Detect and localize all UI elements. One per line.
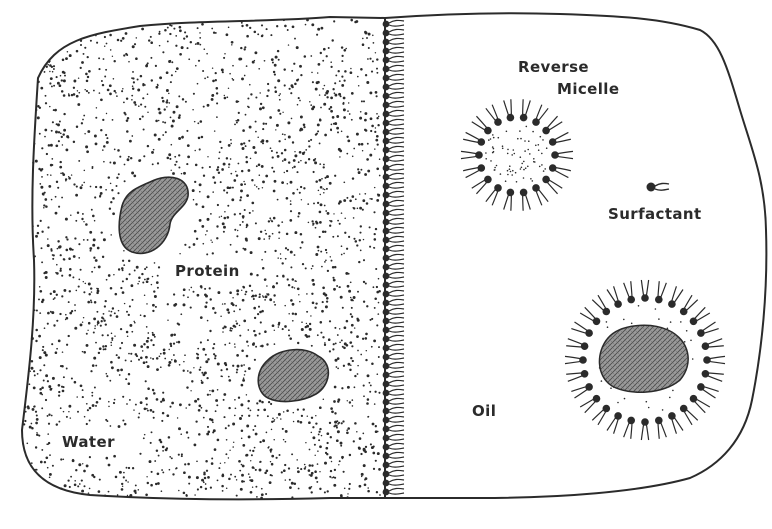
- surfactant-molecule-icon: [647, 183, 670, 192]
- surfactant-label: Surfactant: [608, 205, 702, 223]
- protein-label: Protein: [175, 262, 240, 280]
- water-label: Water: [62, 433, 115, 451]
- oil-label: Oil: [472, 402, 496, 420]
- reverse-label: Reverse: [518, 58, 589, 76]
- reverse-micelle-with-protein: [565, 280, 725, 440]
- water-region: [22, 17, 385, 499]
- protein-shape-3: [599, 325, 688, 392]
- micelle-label: Micelle: [557, 80, 619, 98]
- reverse-micelle-empty: [461, 99, 573, 211]
